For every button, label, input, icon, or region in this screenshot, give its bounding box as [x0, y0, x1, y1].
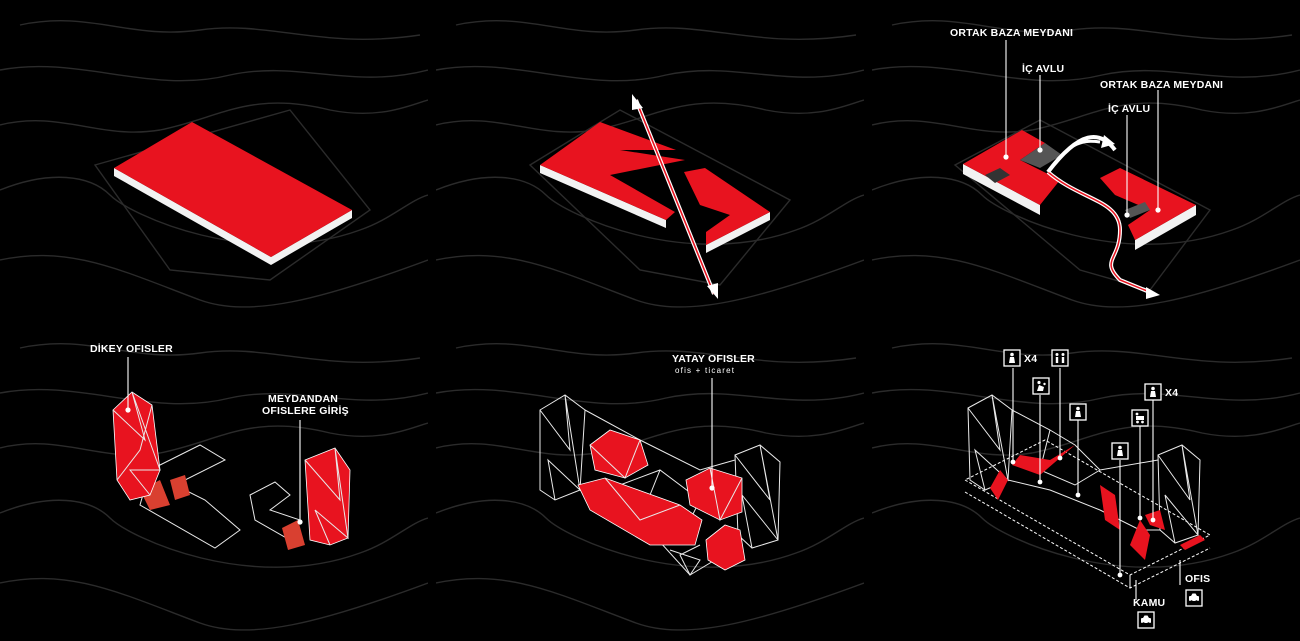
panel-1-massing — [0, 21, 428, 307]
label-kamu: KAMU — [1133, 597, 1165, 609]
circulation-cores — [990, 445, 1205, 560]
label-ofislere-giris: OFISLERE GİRİŞ — [262, 404, 349, 417]
label-ic-avlu-1: İÇ AVLU — [1022, 62, 1064, 75]
restroom-icon — [1004, 350, 1020, 366]
ground-slabs — [140, 445, 305, 550]
label-ofis-ticaret: ofis + ticaret — [675, 366, 735, 375]
panel-2-split — [436, 21, 864, 307]
vertical-tower-right — [305, 448, 350, 545]
terrain-contours — [872, 21, 1300, 307]
car-icon — [1138, 612, 1154, 628]
restroom-icon — [1112, 443, 1128, 459]
panel-4-vertical-offices: DİKEY OFISLER MEYDANDAN OFISLERE GİRİŞ — [0, 342, 428, 630]
terrain-contours — [436, 344, 864, 630]
panel-5-horizontal-offices: YATAY OFISLER ofis + ticaret — [436, 344, 864, 630]
plaza-block-right — [1100, 168, 1196, 250]
plaza-block-left — [963, 130, 1062, 215]
childcare-icon — [1033, 378, 1049, 394]
label-ortak-baza-meydani-2: ORTAK BAZA MEYDANI — [1100, 79, 1223, 91]
panel-3-plaza: ORTAK BAZA MEYDANI İÇ AVLU ORTAK BAZA ME… — [872, 21, 1300, 307]
family-icon — [1052, 350, 1068, 366]
label-x4-1: X4 — [1024, 353, 1037, 365]
terrain-contours — [0, 344, 428, 630]
label-meydandan: MEYDANDAN — [268, 393, 338, 405]
restroom-icon — [1070, 404, 1086, 420]
panel-6-program: X4 X4 — [872, 344, 1300, 628]
label-dikey-ofisler: DİKEY OFISLER — [90, 342, 173, 355]
stroller-icon — [1132, 410, 1148, 426]
car-icon — [1186, 590, 1202, 606]
label-ortak-baza-meydani-1: ORTAK BAZA MEYDANI — [950, 27, 1073, 39]
frame-structure — [540, 395, 780, 575]
vertical-tower-left — [113, 392, 160, 500]
split-block-left — [540, 122, 685, 228]
label-x4-2: X4 — [1165, 387, 1178, 399]
label-ofis: OFIS — [1185, 573, 1210, 585]
restroom-icon — [1145, 384, 1161, 400]
label-yatay-ofisler: YATAY OFISLER — [672, 353, 755, 365]
label-ic-avlu-2: İÇ AVLU — [1108, 102, 1150, 115]
